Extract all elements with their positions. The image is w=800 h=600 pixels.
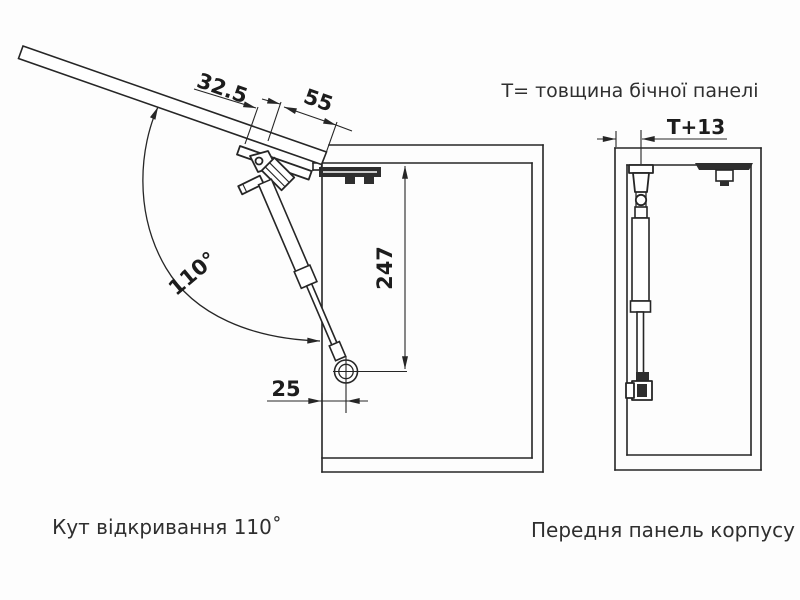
dim-mount-inset: 25 [267,377,368,410]
dim-label-55: 55 [301,84,337,116]
front-right-bracket [695,163,753,186]
dim-label-t13: T+13 [667,115,725,139]
panel-thickness-note: Т= товщина бічної панелі [501,80,759,102]
dim-mount-height: 247 [373,165,408,370]
gas-strut-side [257,178,347,362]
strut-lower-mount [333,356,407,413]
side-view: 32.5 55 110° 247 25 [17,44,544,473]
caption-front-panel: Передня панель корпусу [531,518,795,542]
dim-label-247: 247 [373,246,397,290]
cabinet-side-outline [312,144,544,473]
opening-angle-arc [142,106,321,344]
dim-label-25: 25 [271,377,300,401]
top-mounting-bracket [319,167,381,184]
dim-label-32-5: 32.5 [194,69,251,109]
front-view: T+13 [597,115,762,471]
hinge-mechanism [236,145,313,196]
dim-front-gap: T+13 [597,115,727,164]
gas-strut-front [625,164,654,401]
dim-label-opening-angle: 110° [164,247,221,300]
caption-opening-angle: Кут відкривання 110˚ [52,515,282,539]
